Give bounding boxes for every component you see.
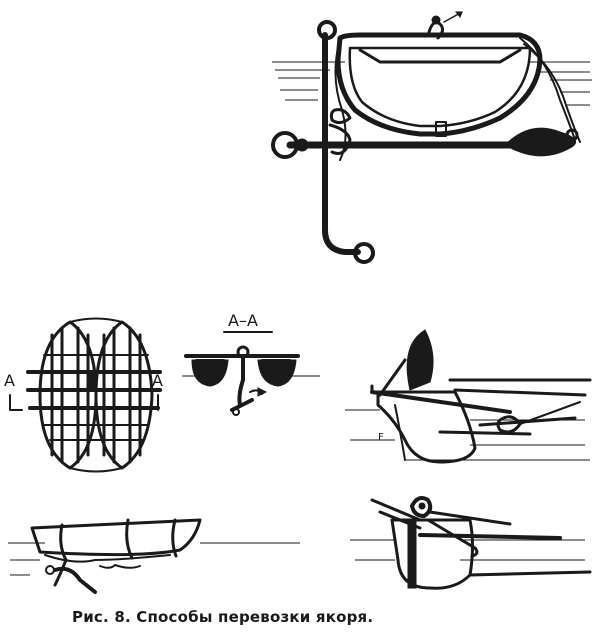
panel-section-a-a: А–А (182, 311, 320, 416)
cut-label-right: А (152, 371, 163, 390)
panel-dinghy-anchor-stock (271, 11, 592, 264)
figure-caption: Рис. 8. Способы перевозки якоря. (72, 608, 374, 626)
panel-anchor-on-stern: F (345, 329, 592, 464)
svg-text:F: F (378, 432, 384, 443)
panel-raft-top-view: А А (4, 317, 163, 473)
panel-anchor-on-bow (350, 496, 592, 590)
cut-label-left: А (4, 371, 15, 390)
section-label: А–А (228, 311, 258, 330)
panel-anchor-tied-alongside (8, 518, 300, 594)
